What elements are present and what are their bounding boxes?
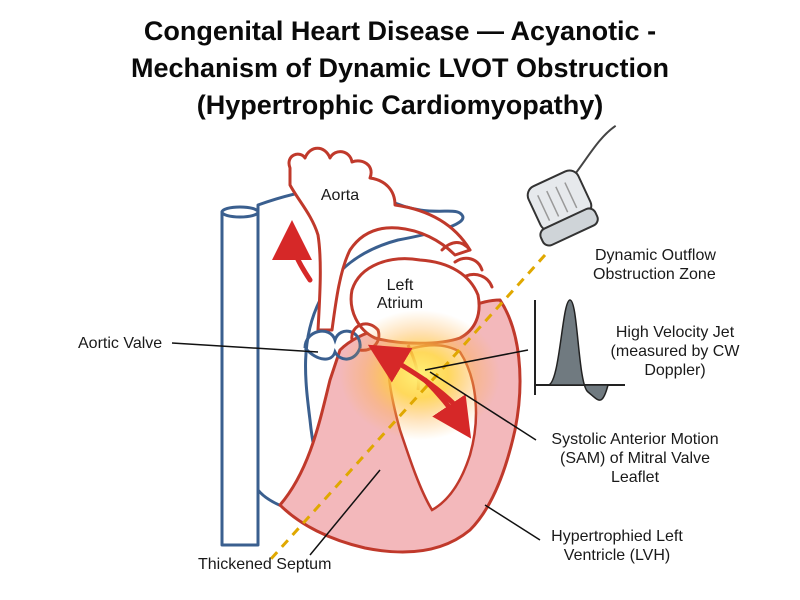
label-dynamic-outflow-1: Dynamic Outflow: [595, 247, 716, 264]
label-dynamic-outflow-2: Obstruction Zone: [593, 266, 716, 283]
label-lvh-1: Hypertrophied Left: [551, 528, 683, 545]
label-thickened-septum: Thickened Septum: [198, 556, 332, 573]
leader-lines: [171, 342, 541, 556]
label-sam-1: Systolic Anterior Motion: [551, 431, 719, 448]
title-line-3: (Hypertrophic Cardiomyopathy): [196, 90, 604, 120]
title-line-2: Mechanism of Dynamic LVOT Obstruction: [130, 53, 670, 83]
aorta: [287, 146, 494, 332]
label-high-velocity-1: High Velocity Jet: [615, 324, 735, 341]
label-aortic-valve: Aortic Valve: [78, 335, 163, 352]
label-sam-2: (SAM) of Mitral Valve: [560, 450, 710, 467]
flow-arrow-icon: [272, 220, 472, 439]
label-aorta: Aorta: [320, 187, 360, 204]
title-line-1: Congenital Heart Disease — Acyanotic -: [143, 16, 657, 46]
label-high-velocity-3: Doppler): [644, 362, 706, 379]
label-left-atrium-1: Left: [386, 277, 414, 294]
doppler-waveform-icon: [534, 299, 625, 401]
label-sam-3: Leaflet: [610, 469, 660, 486]
label-lvh-2: Ventricle (LVH): [563, 547, 671, 564]
label-left-atrium-2: Atrium: [376, 295, 424, 312]
doppler-beam: [268, 253, 547, 562]
label-high-velocity-2: (measured by CW: [610, 343, 740, 360]
vena-cava: [220, 205, 260, 547]
ultrasound-probe-icon: [526, 124, 617, 247]
